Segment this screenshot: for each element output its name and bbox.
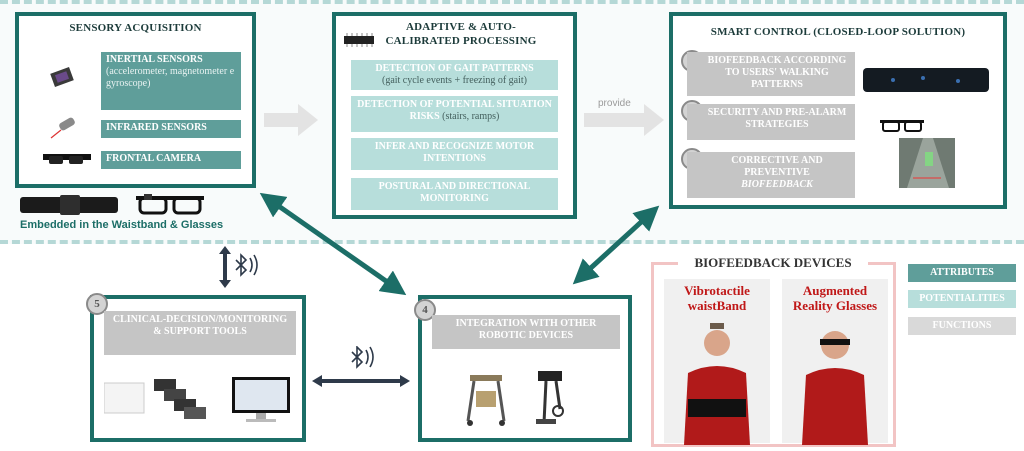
frontal-camera-box: FRONTAL CAMERA (101, 151, 241, 169)
security-prealarm-box: SECURITY AND PRE-ALARM STRATEGIES (687, 104, 855, 140)
infrared-sensors-box: INFRARED SENSORS (101, 120, 241, 138)
ar-glasses-label-1: Augmented (802, 283, 868, 298)
situation-risks-box: DETECTION OF POTENTIAL SITUATION RISKS (… (351, 96, 558, 132)
inertial-sensors-label: INERTIAL SENSORS (106, 54, 203, 65)
clinical-box: CLINICAL-DECISION/MONITORING & SUPPORT T… (104, 311, 296, 355)
clinical-devices-image (103, 375, 300, 430)
corrective-biofeedback-italic: BIOFEEDBACK (741, 179, 813, 190)
clinical-panel: 5 CLINICAL-DECISION/MONITORING & SUPPORT… (86, 293, 306, 442)
bluetooth-horizontal-arrow (312, 345, 412, 395)
gait-patterns-box: DETECTION OF GAIT PATTERNS (gait cycle e… (351, 60, 558, 90)
arrow-processing-to-control (584, 104, 666, 141)
control-title: SMART CONTROL (CLOSED-LOOP SOLUTION) (710, 26, 966, 38)
bluetooth-vertical-arrow (216, 246, 266, 295)
exoskeleton-image (528, 369, 578, 432)
legend-potentialities: POTENTIALITIES (908, 290, 1016, 308)
provide-label: provide (598, 98, 631, 109)
clinical-number: 5 (86, 293, 108, 315)
chip-icon (342, 32, 376, 53)
camera-glasses-icon (41, 150, 93, 173)
clinical-label: CLINICAL-DECISION/MONITORING & SUPPORT T… (112, 314, 288, 337)
embedded-caption: Embedded in the Waistband & Glasses (20, 219, 224, 231)
legend-functions: FUNCTIONS (908, 317, 1016, 335)
vibrotactile-person-image (684, 323, 750, 445)
sensory-title: SENSORY ACQUISITION (69, 22, 202, 34)
control-glasses-image (879, 118, 925, 139)
devices-title: BIOFEEDBACK DEVICES (678, 255, 868, 271)
sensory-acquisition-panel: SENSORY ACQUISITION INERTIAL SENSORS (ac… (15, 12, 256, 188)
control-waistband-image (863, 62, 989, 103)
gait-patterns-sub: (gait cycle events + freezing of gait) (381, 75, 527, 86)
processing-title-line2: CALIBRATED PROCESSING (385, 35, 537, 47)
biofeedback-devices-panel: BIOFEEDBACK DEVICES Vibrotactile waistBa… (651, 255, 896, 447)
integration-box: INTEGRATION WITH OTHER ROBOTIC DEVICES (432, 315, 620, 349)
biofeedback-walking-box: BIOFEEDBACK ACCORDING TO USERS' WALKING … (687, 52, 855, 96)
ar-view-image (899, 138, 955, 193)
vibrotactile-card: Vibrotactile waistBand (664, 279, 770, 445)
integration-number: 4 (414, 299, 436, 321)
smart-control-panel: SMART CONTROL (CLOSED-LOOP SOLUTION) 1 B… (669, 12, 1007, 209)
robotic-walker-image (462, 369, 510, 432)
vibrotactile-label-2: waistBand (687, 298, 747, 313)
motor-intentions-box: INFER AND RECOGNIZE MOTOR INTENTIONS (351, 138, 558, 170)
gait-patterns-label: DETECTION OF GAIT PATTERNS (375, 63, 534, 74)
legend-attributes: ATTRIBUTES (908, 264, 1016, 282)
arrow-sensory-to-processing (264, 104, 320, 141)
biofeedback-walking-label: BIOFEEDBACK ACCORDING TO USERS' WALKING … (707, 55, 847, 90)
glasses-image (134, 193, 206, 222)
corrective-biofeedback-box: CORRECTIVE AND PREVENTIVE BIOFEEDBACK (687, 152, 855, 198)
postural-monitoring-label: POSTURAL AND DIRECTIONAL MONITORING (378, 181, 531, 204)
inertial-sensors-sub: (accelerometer, magnetometer e gyroscope… (106, 66, 235, 89)
integration-panel: 4 INTEGRATION WITH OTHER ROBOTIC DEVICES (414, 295, 632, 442)
processing-title-line1: ADAPTIVE & AUTO- (406, 21, 516, 33)
motor-intentions-label: INFER AND RECOGNIZE MOTOR INTENTIONS (374, 141, 535, 164)
infrared-sensors-label: INFRARED SENSORS (106, 122, 207, 133)
integration-label: INTEGRATION WITH OTHER ROBOTIC DEVICES (455, 318, 597, 341)
security-prealarm-label: SECURITY AND PRE-ALARM STRATEGIES (707, 107, 847, 130)
vibrotactile-label-1: Vibrotactile (684, 283, 750, 298)
ar-glasses-label-2: Reality Glasses (792, 298, 878, 313)
imu-sensor-icon (49, 66, 75, 93)
inertial-sensors-box: INERTIAL SENSORS (accelerometer, magneto… (101, 52, 241, 110)
ar-glasses-person-image (802, 331, 868, 445)
processing-panel: ADAPTIVE & AUTO- CALIBRATED PROCESSING D… (332, 12, 577, 219)
frontal-camera-label: FRONTAL CAMERA (106, 153, 202, 164)
ar-glasses-card: Augmented Reality Glasses (782, 279, 888, 445)
corrective-biofeedback-label: CORRECTIVE AND PREVENTIVE (731, 155, 823, 178)
situation-risks-sub: (stairs, ramps) (442, 111, 500, 122)
situation-risks-label: DETECTION OF POTENTIAL SITUATION RISKS (357, 99, 552, 122)
infrared-sensor-icon (49, 116, 79, 145)
waistband-image (20, 194, 118, 221)
